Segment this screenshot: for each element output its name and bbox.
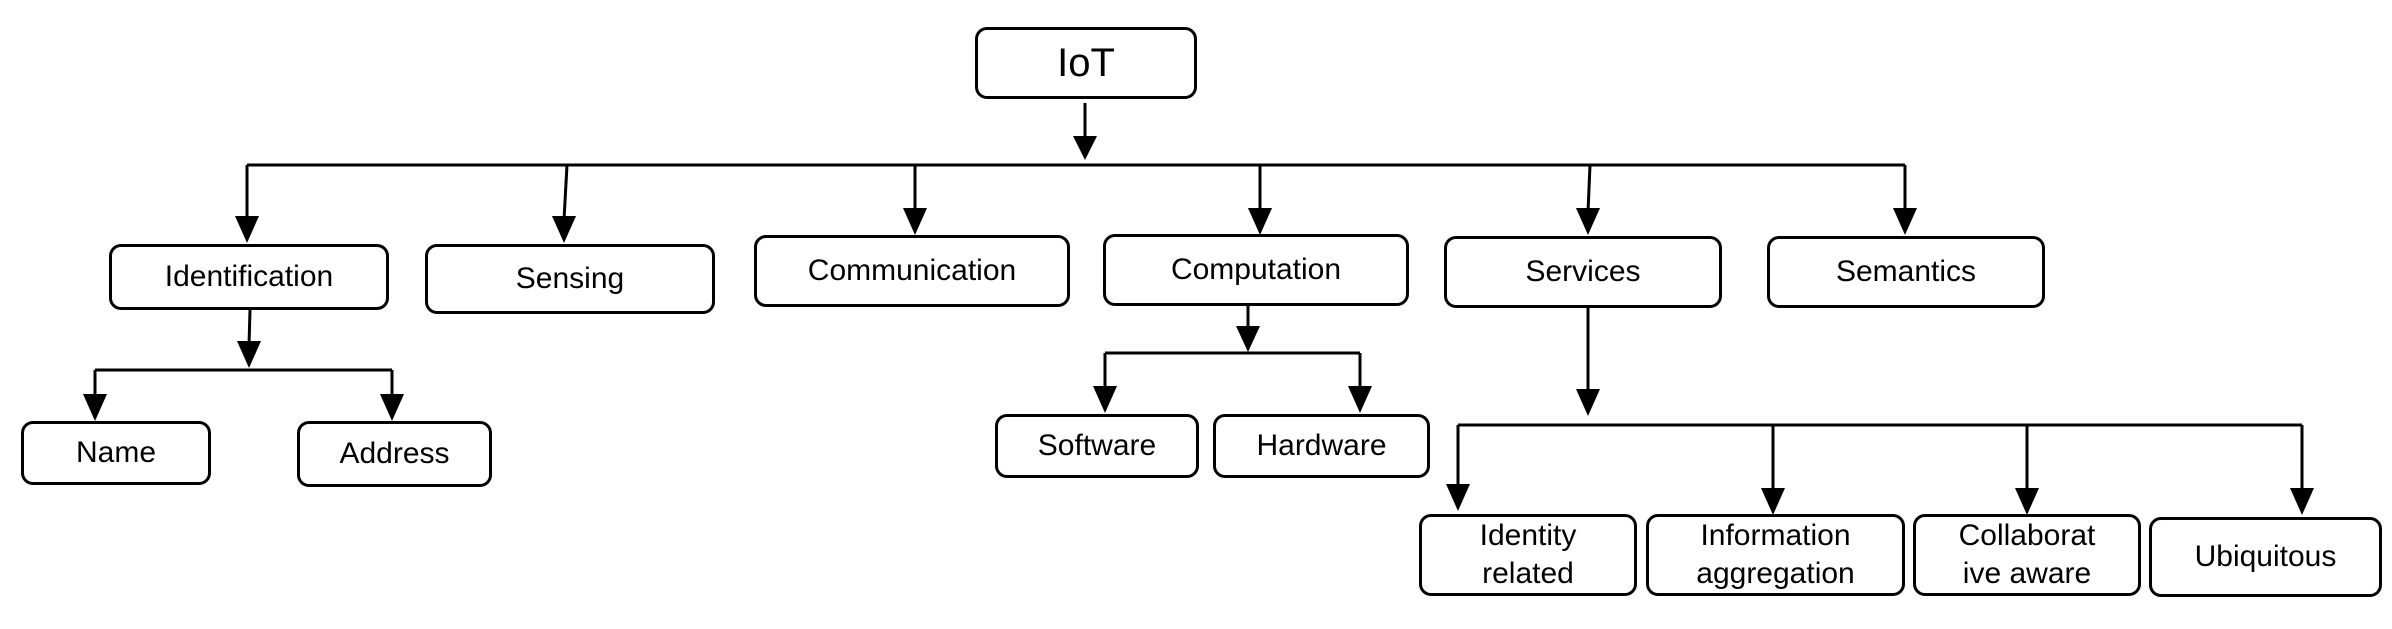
node-software: Software [995,414,1199,478]
arrowhead-communication [903,208,927,235]
arrowhead-identification [235,216,259,243]
arrowhead-ubiquitous [2290,488,2314,515]
arrowhead-hardware [1348,386,1372,413]
arrowhead-address [380,394,404,421]
node-name: Name [21,421,211,485]
node-address: Address [297,421,492,487]
arrowhead-services [1576,208,1600,235]
arrowhead-sensing [552,216,576,243]
node-ubiquitous: Ubiquitous [2149,517,2382,597]
arrowhead-identification-stem [237,341,261,368]
node-sensing: Sensing [425,244,715,314]
arrowhead-services-stem [1576,389,1600,416]
node-collaborative-aware: Collaborat ive aware [1913,514,2141,596]
node-communication: Communication [754,235,1070,307]
arrowhead-root [1073,136,1097,160]
node-identity-related: Identity related [1419,514,1637,596]
arrowhead-information-aggregation [1761,488,1785,515]
arrowhead-identity-related [1446,484,1470,511]
node-computation: Computation [1103,234,1409,306]
arrowhead-software [1093,386,1117,413]
arrowhead-semantics [1893,208,1917,235]
arrowhead-computation [1248,208,1272,235]
arrowhead-collaborative-aware [2015,488,2039,515]
drop-services [1586,164,1592,213]
node-services: Services [1444,236,1722,308]
node-identification: Identification [109,244,389,310]
node-iot: IoT [975,27,1197,99]
node-information-aggregation: Information aggregation [1646,514,1905,596]
node-semantics: Semantics [1767,236,2045,308]
node-hardware: Hardware [1213,414,1430,478]
drop-sensing [562,164,569,221]
arrowhead-name [83,394,107,421]
identification-stem-line [247,309,252,346]
arrowhead-computation-stem [1236,326,1260,352]
